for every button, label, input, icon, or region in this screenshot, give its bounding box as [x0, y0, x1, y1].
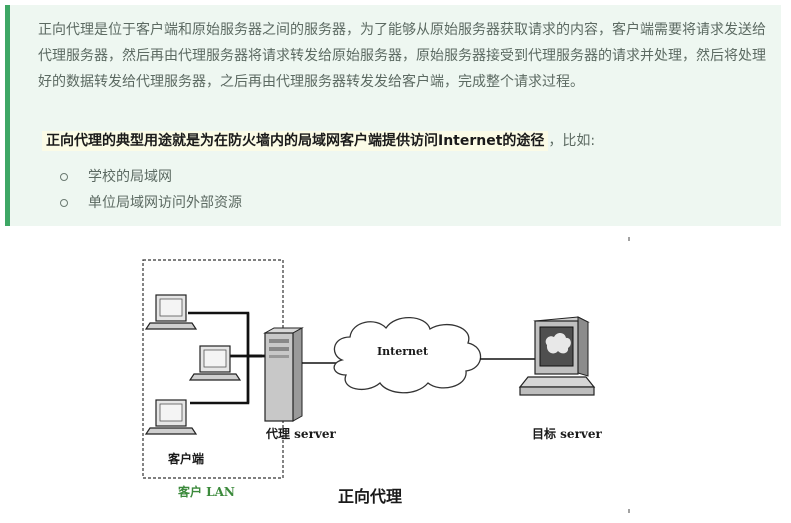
client-label: 客户端 — [168, 452, 205, 466]
note-paragraph: 正向代理是位于客户端和原始服务器之间的服务器，为了能够从原始服务器获取请求的内容… — [38, 22, 766, 90]
forward-proxy-diagram: Internet 代理 server 目标 server 客户端 客户 LAN … — [110, 233, 634, 515]
proxy-server-icon — [263, 327, 304, 422]
target-server-icon — [518, 316, 596, 396]
list-item: 单位局域网访问外部资源 — [58, 190, 242, 216]
laptop-icon — [144, 294, 198, 330]
highlight-text: 正向代理的典型用途就是为在防火墙内的局域网客户端提供访问Internet的途径 — [42, 131, 549, 151]
laptop-icon — [144, 399, 198, 435]
highlight-suffix: ，比如: — [548, 133, 596, 149]
target-server-label: 目标 server — [532, 427, 602, 441]
lan-label: 客户 LAN — [178, 485, 235, 499]
usage-list: 学校的局域网 单位局域网访问外部资源 — [58, 164, 242, 216]
laptop-icon — [188, 345, 242, 381]
highlight-line: 正向代理的典型用途就是为在防火墙内的局域网客户端提供访问Internet的途径，… — [42, 128, 595, 154]
bullet-icon — [60, 173, 68, 181]
internet-cloud-icon — [333, 316, 482, 394]
internet-label: Internet — [377, 345, 429, 358]
info-note: 正向代理是位于客户端和原始服务器之间的服务器，为了能够从原始服务器获取请求的内容… — [5, 5, 781, 226]
list-item: 学校的局域网 — [58, 164, 242, 190]
lan-boundary — [142, 259, 284, 479]
proxy-server-label: 代理 server — [266, 427, 336, 441]
bullet-icon — [60, 199, 68, 207]
diagram-caption: 正向代理 — [338, 487, 403, 506]
